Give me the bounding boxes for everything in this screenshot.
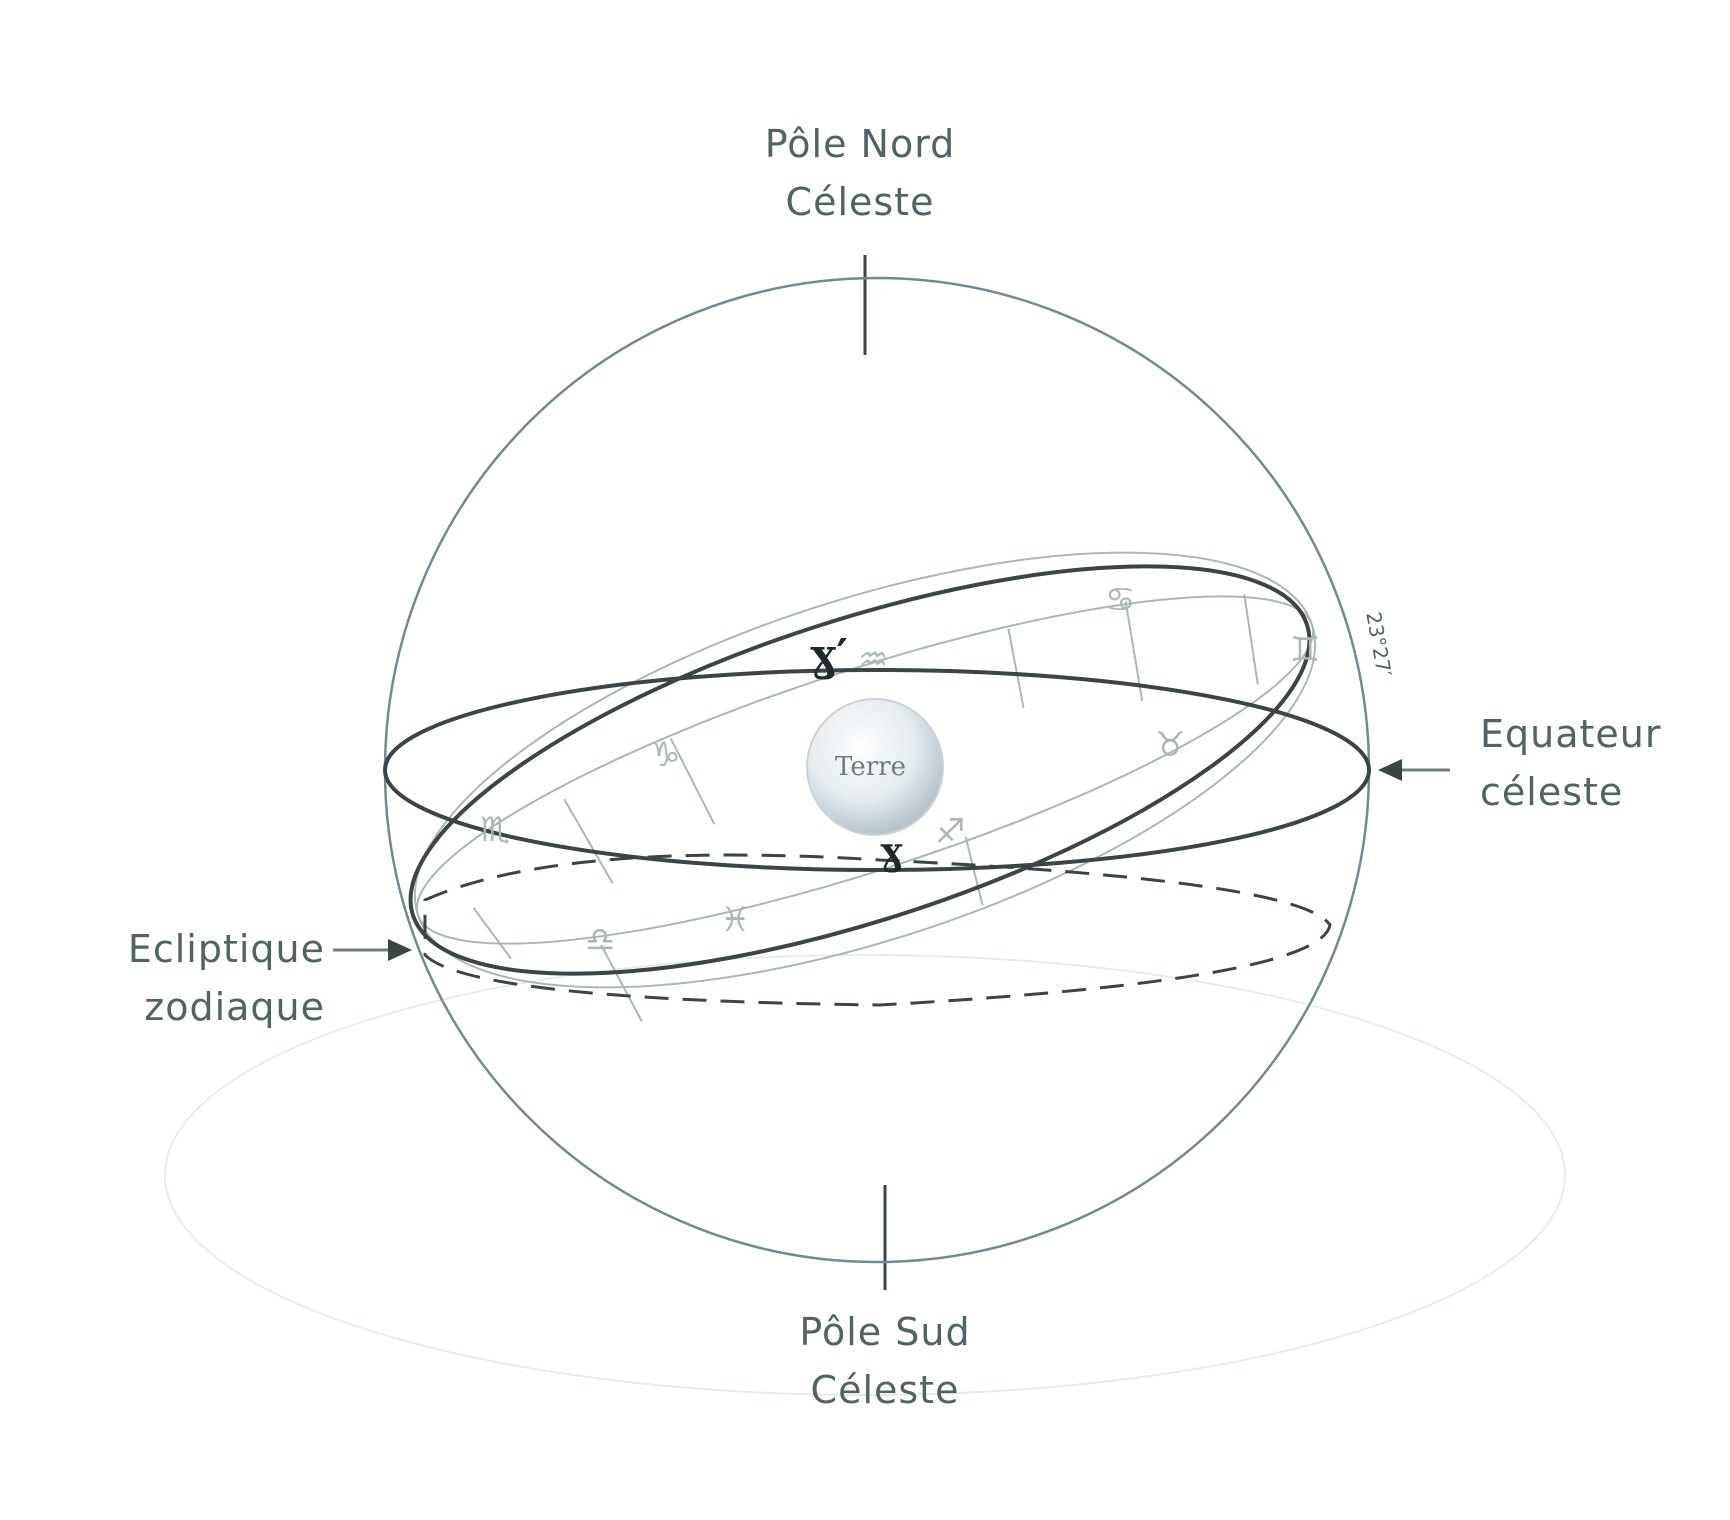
south-pole-label-line1: Pôle Sud (799, 1310, 971, 1354)
ecliptic-arrow-head (388, 939, 412, 961)
north-pole-label-line1: Pôle Nord (764, 122, 956, 166)
ecliptic-ellipse (408, 564, 1312, 976)
zodiac-divider (600, 944, 643, 1022)
south-pole-label-line2: Céleste (810, 1368, 960, 1412)
zodiac-divider (563, 798, 614, 885)
zodiac-sign-capricorn: ♑ (650, 735, 681, 775)
zodiac-band-inner (415, 595, 1315, 945)
zodiac-sign-aquarius: ♒ (858, 640, 889, 680)
celestial-equator-label-line2: céleste (1480, 770, 1624, 814)
ecliptic-label-line2: zodiaque (144, 985, 325, 1029)
faint-background-ellipse (164, 954, 1566, 1396)
zodiac-sign-scorpio: ♏ (480, 810, 511, 850)
autumnal-point-symbol: ɣ′ (810, 630, 849, 681)
zodiac-divider (669, 738, 716, 825)
zodiac-sign-sagittarius: ♐ (935, 812, 966, 852)
zodiac-sign-cancer: ♋ (1105, 580, 1136, 620)
vernal-point-symbol: ɣ (880, 828, 903, 873)
ecliptic-label: Ecliptique zodiaque (60, 920, 325, 1036)
ecliptic-label-line1: Ecliptique (127, 927, 325, 971)
zodiac-sign-libra: ♎ (585, 920, 616, 960)
earth-sphere (806, 698, 944, 836)
celestial-equator-ellipse (383, 668, 1371, 872)
zodiac-divider (472, 907, 512, 960)
zodiac-divider (1243, 594, 1259, 685)
celestial-equator-label: Equateur céleste (1480, 705, 1662, 821)
south-pole-label: Pôle Sud Céleste (725, 1303, 1045, 1419)
north-pole-label: Pôle Nord Céleste (690, 115, 1030, 231)
dashed-lower-ellipse (423, 853, 1332, 1007)
earth-label: Terre (835, 752, 906, 782)
zodiac-divider (964, 836, 984, 906)
north-pole-label-line2: Céleste (785, 180, 935, 224)
equator-arrow-head (1378, 759, 1402, 781)
zodiac-sign-taurus: ♉ (1155, 725, 1186, 765)
zodiac-sign-pisces: ♓ (720, 900, 751, 940)
zodiac-sign-gemini: ♊ (1290, 630, 1321, 670)
zodiac-divider (1007, 628, 1025, 709)
celestial-equator-label-line1: Equateur (1480, 712, 1662, 756)
